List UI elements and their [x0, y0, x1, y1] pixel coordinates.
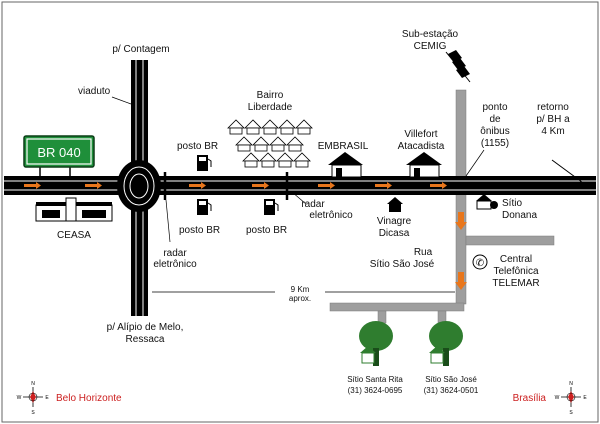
- telefonica-label-line3: TELEMAR: [492, 278, 539, 289]
- radar-icon: [158, 172, 173, 243]
- substation-label-line2: CEMIG: [414, 41, 447, 52]
- radar-icon: [280, 172, 307, 205]
- substation-label-line1: Sub-estação: [402, 29, 459, 40]
- retorno-line: [551, 159, 591, 189]
- road-santa-rita-spur: [377, 310, 387, 324]
- lane-arrows: [24, 182, 467, 290]
- svg-text:S: S: [31, 410, 35, 416]
- gas-pump-icon: [197, 199, 212, 215]
- gas-pump-icon: [197, 155, 212, 171]
- radar-2-label-line1: radar: [301, 199, 325, 210]
- rua-label-line2: Sítio São José: [370, 259, 435, 270]
- bairro-liberdade-houses: [227, 119, 313, 168]
- house-icon: [387, 197, 403, 212]
- ceasa-building: [35, 197, 113, 222]
- sitio-donana-label-line2: Donana: [502, 210, 537, 221]
- ceasa-label: CEASA: [57, 230, 91, 241]
- svg-text:E: E: [583, 395, 587, 401]
- to-alipio-label-line2: Ressaca: [126, 334, 165, 345]
- bus-stop-road: [455, 89, 467, 305]
- retorno-label-line1: retorno: [537, 102, 569, 113]
- bus-stop-label-line4: (1155): [481, 138, 509, 149]
- to-contagem-label: p/ Contagem: [112, 44, 169, 55]
- viaduct-interchange: [117, 160, 161, 212]
- svg-text:S: S: [569, 410, 573, 416]
- sao-jose-name: Sítio São José: [425, 375, 477, 384]
- belo-horizonte-label: Belo Horizonte: [56, 393, 122, 404]
- gas-station-label-3: posto BR: [246, 225, 287, 236]
- house-icon: [406, 152, 442, 178]
- phone-icon: ✆: [472, 254, 488, 270]
- house-icon: [476, 194, 498, 210]
- svg-text:N: N: [31, 381, 35, 387]
- retorno-label-line2: p/ BH a: [536, 114, 570, 125]
- road-sitio-donana-spur: [465, 235, 555, 246]
- radar-1-label-line1: radar: [163, 248, 187, 259]
- sign-icon: [23, 135, 95, 168]
- vinagre-label-line1: Vinagre: [377, 216, 412, 227]
- svg-text:E: E: [45, 395, 49, 401]
- telefonica-label-line1: Central: [500, 254, 532, 265]
- vinagre-label-line2: Dicasa: [379, 228, 410, 239]
- viaduct-label: viaduto: [78, 86, 111, 97]
- sao-jose-phone: (31) 3624-0501: [424, 386, 479, 395]
- road-bottom-horizontal: [329, 302, 465, 312]
- tree-icon: [359, 321, 393, 366]
- gas-station-label-1: posto BR: [177, 141, 218, 152]
- santa-rita-name: Sítio Santa Rita: [347, 375, 403, 384]
- house-icon: [360, 346, 376, 364]
- svg-text:✆: ✆: [476, 258, 484, 269]
- bus-stop-label-line1: ponto: [482, 102, 507, 113]
- distance-label-line2: aprox.: [289, 294, 311, 303]
- distance-label-line1: 9 Km: [291, 285, 310, 294]
- svg-text:W: W: [555, 395, 560, 401]
- radar-2-label-line2: eletrônico: [309, 210, 353, 221]
- to-alipio-label-line1: p/ Alípio de Melo,: [107, 322, 184, 333]
- house-icon: [227, 119, 313, 168]
- sign-br040-text: BR 040: [37, 145, 80, 160]
- compass-rose-icon: N S W E: [555, 381, 588, 416]
- bairro-label-line1: Bairro: [257, 90, 284, 101]
- svg-text:N: N: [569, 381, 573, 387]
- bus-stop-label-line3: ônibus: [480, 126, 509, 137]
- bus-stop-label-line2: de: [489, 114, 501, 125]
- house-icon: [429, 346, 445, 364]
- br040-sign: BR 040: [23, 135, 95, 177]
- villefort-label-line2: Atacadista: [398, 141, 445, 152]
- villefort-label-line1: Villefort: [404, 129, 437, 140]
- local-roads: [329, 89, 555, 324]
- rua-label-line1: Rua: [414, 247, 433, 258]
- santa-rita-phone: (31) 3624-0695: [348, 386, 403, 395]
- retorno-label-line3: 4 Km: [541, 126, 564, 137]
- svg-text:W: W: [17, 395, 22, 401]
- tree-icon: [429, 321, 463, 366]
- compass-rose-icon: N S W E: [17, 381, 50, 416]
- power-tower-icon: [445, 50, 471, 83]
- brasilia-label: Brasília: [513, 393, 547, 404]
- radar-1-label-line2: eletrônico: [153, 259, 197, 270]
- telefonica-label-line2: Telefônica: [493, 266, 538, 277]
- sitio-donana-label-line1: Sítio: [502, 198, 522, 209]
- house-icon: [328, 152, 363, 178]
- gas-pump-icon: [264, 199, 279, 215]
- gas-station-label-2: posto BR: [179, 225, 220, 236]
- bairro-label-line2: Liberdade: [248, 102, 293, 113]
- embrasil-label: EMBRASIL: [318, 141, 369, 152]
